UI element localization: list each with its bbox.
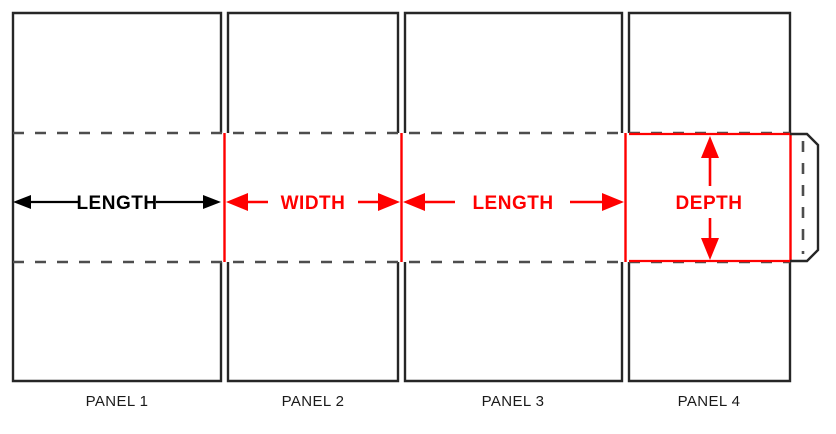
panel-labels-group: PANEL 1 PANEL 2 PANEL 3 PANEL 4 [86, 393, 741, 410]
bottom-flap-panel-1 [11, 262, 223, 383]
dimension-depth-arrowhead-top [701, 136, 719, 158]
dimension-depth: DEPTH [676, 136, 743, 260]
top-flap-panel-2 [226, 11, 400, 133]
dimension-depth-arrowhead-bottom [701, 238, 719, 260]
red-score-lines-group [223, 133, 792, 262]
top-flaps-group [11, 11, 792, 133]
bottom-flaps-group [11, 262, 792, 383]
dimension-width-arrowhead-left [226, 193, 248, 211]
dimension-width: WIDTH [226, 193, 400, 214]
top-flap-panel-4 [627, 11, 792, 133]
dimension-length-2-arrowhead-left [403, 193, 425, 211]
dimension-length-2-arrowhead-right [602, 193, 624, 211]
dimension-length-1-label: LENGTH [76, 193, 157, 214]
panel-label-2: PANEL 2 [282, 393, 345, 410]
dimension-length-1-arrowhead-right [203, 195, 221, 209]
dimension-width-label: WIDTH [281, 193, 346, 214]
panel-label-3: PANEL 3 [482, 393, 545, 410]
panel-label-4: PANEL 4 [678, 393, 741, 410]
dimension-depth-label: DEPTH [676, 193, 743, 214]
dimension-length-1-arrowhead-left [13, 195, 31, 209]
top-flap-panel-3 [403, 11, 624, 133]
dimension-length-2: LENGTH [403, 193, 624, 214]
red-fold-overlays-group [629, 132, 792, 263]
dimension-length-1: LENGTH [13, 193, 221, 214]
dimension-length-2-label: LENGTH [472, 193, 553, 214]
panel-label-1: PANEL 1 [86, 393, 149, 410]
bottom-flap-panel-4 [627, 262, 792, 383]
glue-flap-group [790, 132, 820, 263]
dimension-width-arrowhead-right [378, 193, 400, 211]
glue-flap-outline [790, 132, 820, 263]
bottom-flap-panel-2 [226, 262, 400, 383]
top-flap-panel-1 [11, 11, 223, 133]
bottom-flap-panel-3 [403, 262, 624, 383]
